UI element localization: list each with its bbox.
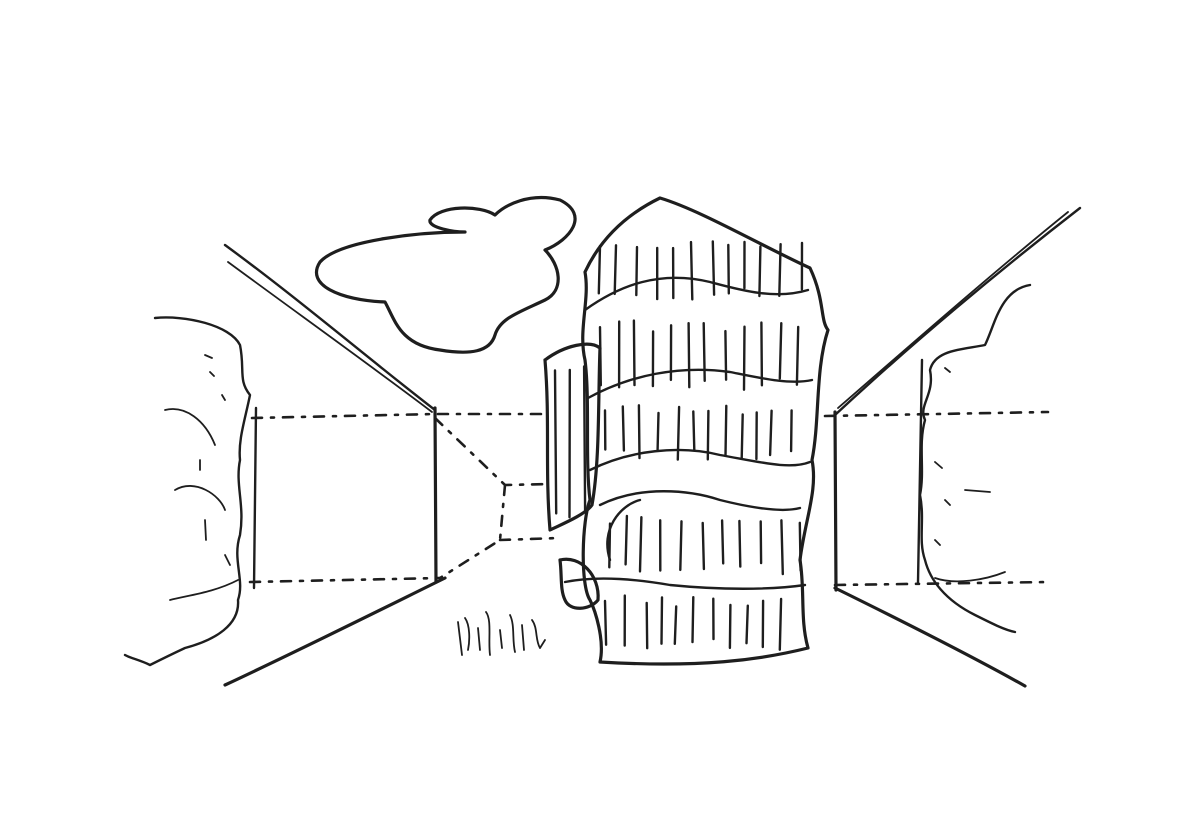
left-upper-perspective-lines: [223, 243, 437, 413]
left-wall-marks: [164, 354, 239, 601]
vertical-posts: [252, 358, 924, 592]
facade-tick: [691, 596, 695, 644]
facade-tick: [645, 601, 649, 650]
facade-tick: [621, 405, 626, 452]
facade-tick: [778, 597, 783, 651]
facade-tick: [635, 245, 639, 297]
facade-tick: [706, 409, 710, 461]
facade-tick: [603, 599, 608, 646]
facade-tick: [608, 522, 612, 569]
facade-tick: [780, 519, 784, 576]
cloud: [314, 195, 577, 354]
facade-tick: [768, 409, 773, 457]
facade-tick: [711, 240, 716, 296]
facade-tick: [728, 603, 732, 650]
facade-tick: [720, 519, 725, 565]
left-wall-outline: [123, 316, 252, 667]
facade-tick: [632, 319, 636, 387]
facade-tick: [701, 521, 706, 571]
facade-tick: [687, 322, 691, 389]
facade-tick: [597, 244, 602, 295]
facade-tick: [727, 243, 730, 295]
facade-tick: [679, 520, 683, 572]
facade-tick: [598, 326, 602, 387]
wavy-building: [543, 196, 830, 666]
upper-dotted-line: [250, 410, 1050, 420]
facade-tick: [742, 325, 746, 391]
facade-tick: [760, 321, 764, 387]
left-lower-perspective-line: [223, 576, 447, 687]
right-upper-perspective-lines: [833, 206, 1082, 417]
facade-tick: [798, 521, 802, 572]
facade-tick: [738, 519, 742, 568]
inner-perspective-lines: [433, 416, 562, 580]
facade-tick: [778, 322, 783, 380]
facade-tick: [673, 605, 678, 645]
facade-tick: [740, 413, 744, 460]
facade-tick: [660, 596, 664, 645]
facade-tick: [745, 604, 749, 645]
facade-tick: [758, 245, 762, 298]
right-lower-perspective-line: [833, 586, 1027, 688]
facade-tick: [613, 244, 618, 296]
facade-tick: [702, 322, 706, 382]
facade-tick: [692, 410, 696, 452]
lower-dotted-line: [248, 576, 1050, 587]
facade-tick: [724, 329, 728, 381]
facade-tick: [795, 325, 800, 386]
right-wall-marks: [934, 367, 1006, 583]
facade-tick: [582, 365, 587, 513]
facade-tick: [724, 404, 728, 457]
people-figures: [457, 611, 546, 656]
facade-tick: [789, 409, 793, 453]
facade-tick: [553, 369, 558, 515]
facade-tick: [778, 243, 782, 297]
right-wall-outline: [918, 283, 1032, 634]
building-facade-ticks: [553, 240, 804, 651]
facade-tick: [676, 405, 681, 461]
facade-tick: [637, 404, 641, 460]
facade-tick: [638, 516, 643, 573]
facade-tick: [689, 240, 694, 301]
facade-tick: [624, 514, 629, 566]
facade-tick: [656, 411, 660, 451]
